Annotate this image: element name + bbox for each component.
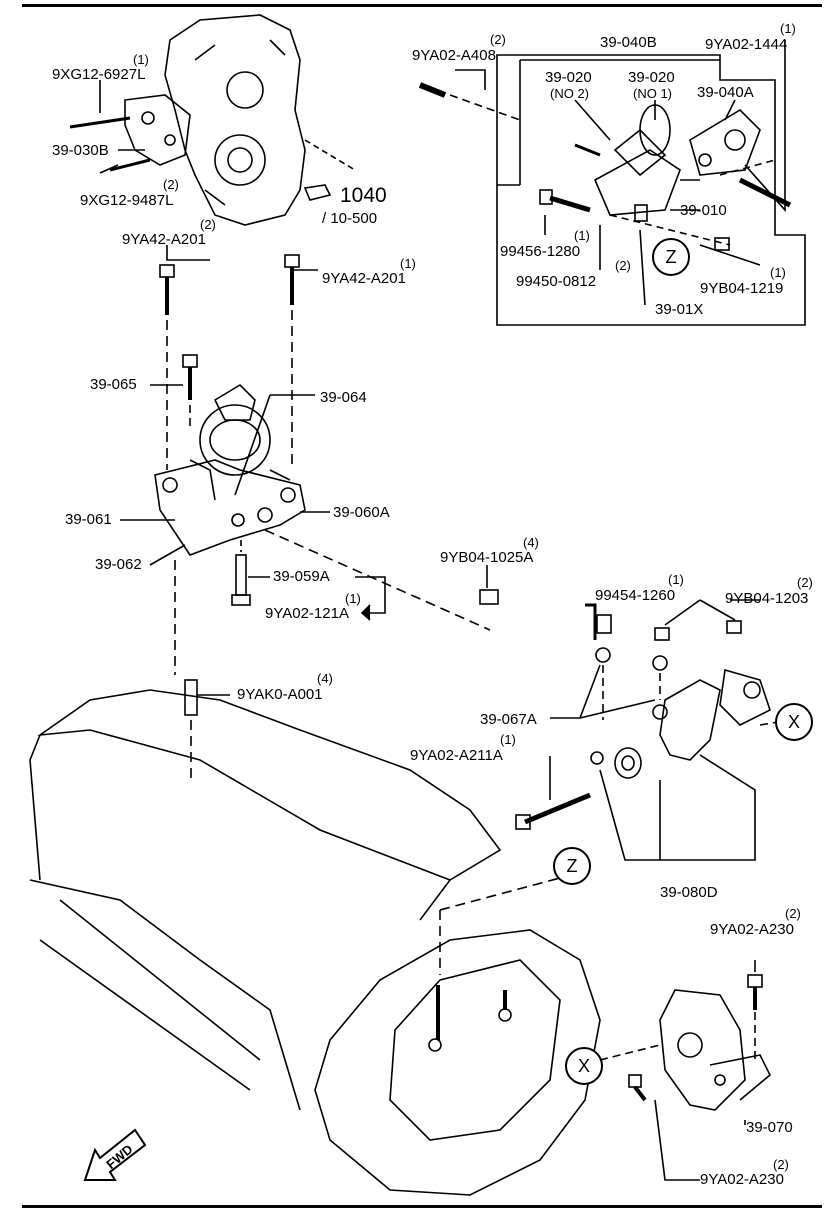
label-9YA42-A201-right: 9YA42-A201 bbox=[322, 270, 406, 287]
label-9YB04-1203: 9YB04-1203 bbox=[725, 590, 809, 607]
label-39-080D: 39-080D bbox=[660, 884, 718, 901]
timing-cover-drawing bbox=[164, 14, 306, 226]
qty-99450-0812: (2) bbox=[615, 258, 631, 273]
label-9YA02-A230-bottom: 9YA02-A230 bbox=[700, 1171, 784, 1188]
label-39-064: 39-064 bbox=[320, 389, 367, 406]
transmission-mount-39-070-drawing bbox=[659, 989, 771, 1111]
label-39-067A: 39-067A bbox=[480, 711, 537, 728]
label-39-062: 39-062 bbox=[95, 556, 142, 573]
reference-marker-z-top: Z bbox=[652, 238, 690, 276]
label-39-020-no2: 39-020 bbox=[545, 69, 592, 86]
top-rule bbox=[22, 4, 822, 7]
label-9YA42-A201-left: 9YA42-A201 bbox=[122, 231, 206, 248]
label-39-010: 39-010 bbox=[680, 202, 727, 219]
qty-9YA02-121A: (1) bbox=[345, 591, 361, 606]
qty-9YB04-1203: (2) bbox=[797, 575, 813, 590]
transmission-drawing bbox=[314, 929, 601, 1196]
qty-99456-1280: (1) bbox=[574, 228, 590, 243]
bracket-39-030B-drawing bbox=[69, 94, 191, 172]
qty-9YA02-1444: (1) bbox=[780, 21, 796, 36]
label-9XG12-9487L: 9XG12-9487L bbox=[80, 192, 174, 209]
qty-9YB04-1219: (1) bbox=[770, 265, 786, 280]
label-99450-0812: 99450-0812 bbox=[516, 273, 597, 290]
label-39-065: 39-065 bbox=[90, 376, 137, 393]
label-9YA02-1444: 9YA02-1444 bbox=[705, 36, 788, 53]
qty-9XG12-9487L: (2) bbox=[163, 177, 179, 192]
label-39-070: 39-070 bbox=[746, 1119, 793, 1136]
label-39-020-no2-sub: (NO 2) bbox=[550, 86, 589, 101]
label-39-059A: 39-059A bbox=[273, 568, 330, 585]
label-1040: 1040 bbox=[340, 184, 387, 207]
reference-marker-x-right: X bbox=[775, 703, 813, 741]
engine-mount-39-060A-drawing bbox=[154, 383, 306, 556]
label-39-01X: 39-01X bbox=[655, 301, 704, 318]
label-99456-1280: 99456-1280 bbox=[500, 243, 581, 260]
engine-block-drawing bbox=[29, 689, 502, 1111]
qty-9YAK0-A001: (4) bbox=[317, 671, 333, 686]
label-9YB04-1219: 9YB04-1219 bbox=[700, 280, 784, 297]
label-10-500: / 10-500 bbox=[322, 210, 378, 227]
reference-marker-z-middle: Z bbox=[553, 847, 591, 885]
qty-9YB04-1025A: (4) bbox=[523, 535, 539, 550]
qty-9YA42-A201-left: (2) bbox=[200, 217, 216, 232]
label-39-060A: 39-060A bbox=[333, 504, 390, 521]
rear-mount-bracket-39-080D-drawing bbox=[614, 668, 771, 779]
label-39-040B: 39-040B bbox=[600, 34, 657, 51]
bottom-rule bbox=[22, 1205, 822, 1208]
qty-9YA42-A201-right: (1) bbox=[400, 256, 416, 271]
reference-marker-x-bottom: X bbox=[565, 1047, 603, 1085]
label-39-040A: 39-040A bbox=[697, 84, 754, 101]
inset-frame bbox=[496, 54, 806, 326]
label-99454-1260: 99454-1260 bbox=[595, 587, 676, 604]
qty-9YA02-A230-bottom: (2) bbox=[773, 1157, 789, 1172]
qty-9YA02-A211A: (1) bbox=[500, 732, 516, 747]
label-9YA02-A211A: 9YA02-A211A bbox=[410, 747, 503, 764]
fwd-arrow-icon bbox=[83, 1128, 147, 1181]
label-39-020-no1: 39-020 bbox=[628, 69, 675, 86]
qty-9YA02-A230-top: (2) bbox=[785, 906, 801, 921]
qty-99454-1260: (1) bbox=[668, 572, 684, 587]
label-9YA02-A230-top: 9YA02-A230 bbox=[710, 921, 794, 938]
label-9YA02-121A: 9YA02-121A bbox=[265, 605, 349, 622]
label-9XG12-6927L: 9XG12-6927L bbox=[52, 66, 146, 83]
label-9YA02-A408: 9YA02-A408 bbox=[412, 47, 496, 64]
label-9YB04-1025A: 9YB04-1025A bbox=[440, 549, 534, 566]
label-9YAK0-A001: 9YAK0-A001 bbox=[237, 686, 323, 703]
qty-9XG12-6927L: (1) bbox=[133, 52, 149, 67]
qty-9YA02-A408: (2) bbox=[490, 32, 506, 47]
label-39-061: 39-061 bbox=[65, 511, 112, 528]
label-39-020-no1-sub: (NO 1) bbox=[633, 86, 672, 101]
label-39-030B: 39-030B bbox=[52, 142, 109, 159]
